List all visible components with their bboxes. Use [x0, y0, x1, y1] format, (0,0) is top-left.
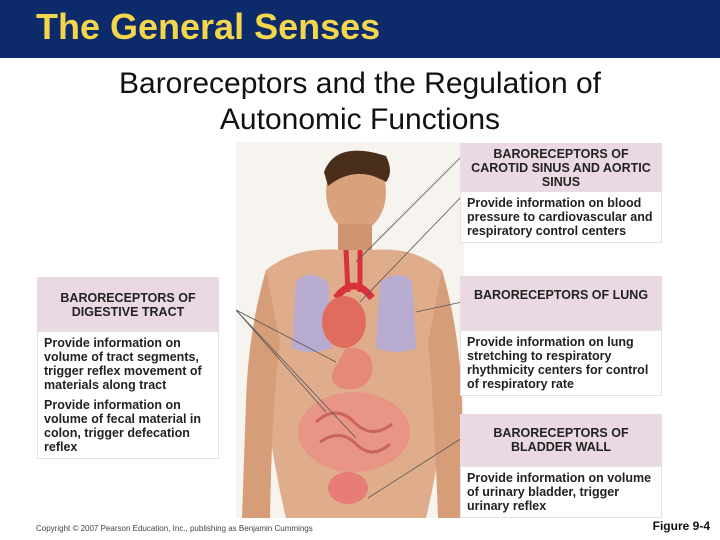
bladder-shape [328, 472, 368, 504]
intestines-shape [298, 392, 410, 472]
right-lung-shape [376, 275, 416, 352]
anatomy-illustration [236, 142, 464, 518]
copyright-notice: Copyright © 2007 Pearson Education, Inc.… [36, 524, 313, 533]
heart-shape [322, 296, 366, 348]
carotid-aortic-box: BARORECEPTORS OF CAROTID SINUS AND AORTI… [460, 143, 662, 243]
figure-label: Figure 9-4 [653, 519, 710, 533]
subtitle-line-2: Autonomic Functions [60, 102, 660, 138]
carotid-aortic-text: Provide information on blood pressure to… [467, 196, 655, 238]
digestive-tract-text-2: Provide information on volume of fecal m… [44, 398, 212, 454]
lung-box: BARORECEPTORS OF LUNG Provide informatio… [460, 276, 662, 396]
bladder-box: BARORECEPTORS OF BLADDER WALL Provide in… [460, 414, 662, 518]
bladder-text: Provide information on volume of urinary… [467, 471, 655, 513]
digestive-tract-heading: BARORECEPTORS OF DIGESTIVE TRACT [37, 277, 219, 331]
lung-heading: BARORECEPTORS OF LUNG [460, 276, 662, 330]
bladder-heading: BARORECEPTORS OF BLADDER WALL [460, 414, 662, 466]
slide-title: The General Senses [36, 6, 380, 48]
digestive-tract-text-1: Provide information on volume of tract s… [44, 336, 212, 392]
slide-subtitle: Baroreceptors and the Regulation of Auto… [60, 66, 660, 138]
lung-text: Provide information on lung stretching t… [467, 335, 655, 391]
title-bar: The General Senses [0, 0, 720, 58]
carotid-aortic-heading: BARORECEPTORS OF CAROTID SINUS AND AORTI… [460, 143, 662, 191]
digestive-tract-box: BARORECEPTORS OF DIGESTIVE TRACT Provide… [37, 277, 219, 459]
subtitle-line-1: Baroreceptors and the Regulation of [119, 67, 601, 100]
